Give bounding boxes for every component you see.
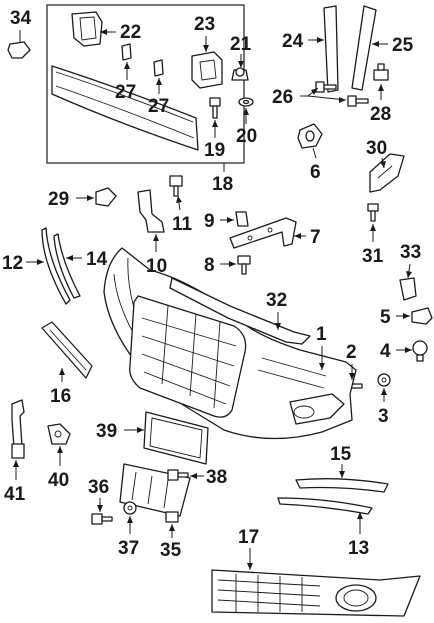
- nut-28: [373, 63, 389, 81]
- callout-13: 13: [348, 538, 369, 559]
- callout-14: 14: [86, 249, 108, 270]
- callout-17: 17: [238, 527, 259, 548]
- sensor-40: [47, 423, 71, 445]
- trim-strip-12: [41, 227, 71, 305]
- trim-strip-14: [53, 233, 81, 299]
- callout-24: 24: [282, 31, 304, 52]
- bolt-38: [167, 469, 189, 481]
- bracket-30: [369, 153, 405, 193]
- grommet-6: [297, 123, 323, 149]
- callout-7: 7: [310, 227, 321, 248]
- callout-labels: 34 22 23 21 27 27 19 20 18 24 25 26 28 6…: [2, 8, 421, 561]
- bolt-31: [367, 203, 379, 222]
- callout-2: 2: [346, 342, 357, 363]
- bolt-26-upper: [315, 81, 337, 93]
- callout-18: 18: [212, 174, 233, 195]
- impact-bar-inset-frame: [46, 4, 245, 164]
- callout-3: 3: [378, 406, 389, 427]
- callout-15: 15: [330, 444, 352, 465]
- bolt-8: [237, 255, 251, 275]
- bracket-10: [137, 189, 165, 233]
- bracket-33: [399, 277, 417, 301]
- guide-strip-24: [323, 5, 339, 93]
- molding-strip-15: [295, 478, 389, 493]
- bolt-19: [209, 97, 221, 119]
- callout-41: 41: [4, 484, 26, 505]
- bumper-cover-1: [103, 247, 357, 440]
- bolt-36: [91, 513, 113, 525]
- callout-27b: 27: [148, 96, 169, 117]
- push-nut-21: [231, 67, 249, 81]
- callout-21: 21: [230, 34, 252, 55]
- washer-37: [123, 501, 137, 515]
- callout-38: 38: [206, 467, 227, 488]
- callout-27a: 27: [115, 82, 136, 103]
- bracket-22: [71, 11, 103, 47]
- callout-33: 33: [400, 242, 421, 263]
- lower-trim-16: [41, 321, 93, 379]
- callout-29: 29: [48, 189, 69, 210]
- callout-19: 19: [204, 140, 225, 161]
- upper-seal-32: [169, 277, 311, 345]
- callout-4: 4: [380, 341, 391, 362]
- callout-9: 9: [204, 211, 215, 232]
- callout-1: 1: [316, 324, 327, 345]
- callout-34: 34: [10, 8, 32, 29]
- wiring-clip-34: [7, 41, 31, 59]
- bracket-23: [191, 51, 223, 89]
- callout-22: 22: [120, 22, 141, 43]
- fog-lamp-grille-17: [211, 569, 421, 617]
- bolt-11: [169, 175, 183, 197]
- callout-28: 28: [370, 104, 391, 125]
- callout-36: 36: [88, 477, 109, 498]
- callout-11: 11: [172, 214, 193, 235]
- clip-27-right: [153, 59, 164, 77]
- callout-8: 8: [204, 255, 215, 276]
- callout-12: 12: [2, 253, 23, 274]
- cap-5: [411, 307, 433, 325]
- callout-10: 10: [146, 256, 167, 277]
- callout-40: 40: [48, 470, 69, 491]
- clip-9: [235, 211, 249, 227]
- support-bracket-7: [229, 217, 297, 249]
- impact-absorber-bar: [51, 65, 199, 151]
- callout-31: 31: [362, 246, 384, 267]
- bolt-26-lower: [347, 95, 369, 107]
- callout-25: 25: [392, 35, 414, 56]
- callout-26: 26: [272, 87, 293, 108]
- callout-37: 37: [118, 538, 139, 559]
- callout-16: 16: [50, 386, 71, 407]
- callout-6: 6: [310, 162, 321, 183]
- callout-5: 5: [380, 307, 391, 328]
- sensor-bracket-41: [11, 399, 25, 459]
- callout-23: 23: [194, 14, 215, 35]
- molding-strip-13: [277, 497, 373, 515]
- license-plate-bracket-39: [143, 411, 209, 465]
- leader-lines: [7, 29, 412, 570]
- washer-20: [238, 97, 254, 107]
- nut-3: [377, 373, 391, 387]
- bolt-4: [412, 340, 428, 362]
- guide-strip-25: [351, 5, 377, 91]
- callout-32: 32: [266, 290, 287, 311]
- callout-30: 30: [366, 138, 387, 159]
- cover-cap-29: [95, 187, 117, 207]
- callout-39: 39: [96, 421, 117, 442]
- callout-20: 20: [236, 126, 257, 147]
- clip-27-left: [121, 43, 132, 61]
- callout-35: 35: [160, 540, 182, 561]
